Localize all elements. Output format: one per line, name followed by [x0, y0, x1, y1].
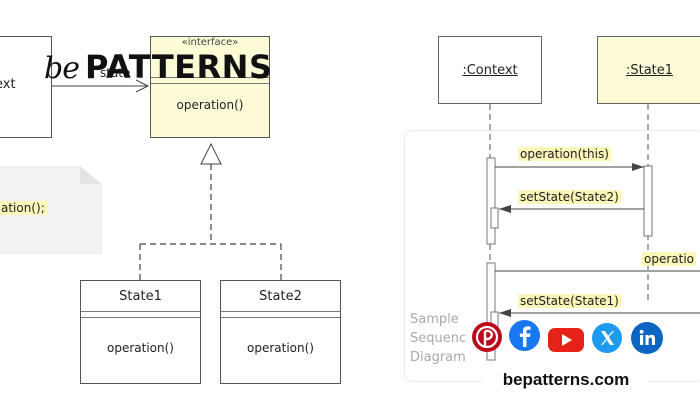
state2-class-box: State2 operation() — [220, 280, 341, 384]
class-diagram-connectors — [52, 79, 282, 280]
state2-separator-2 — [221, 317, 340, 318]
interface-operation: operation() — [176, 98, 244, 112]
state2-class-name: State2 — [259, 289, 302, 304]
context-class-box: ext — [0, 36, 52, 138]
context-lifeline-head: :Context — [438, 36, 542, 104]
state1-operation: operation() — [107, 341, 174, 355]
site-domain-link[interactable]: bepatterns.com — [482, 364, 650, 396]
state2-operation: operation() — [247, 341, 314, 355]
state-interface-box: «interface» operation() — [150, 36, 270, 138]
message-setstate-state2: setState(State2) — [518, 190, 621, 204]
caption-line-2: Sequenc — [410, 331, 467, 346]
interface-separator-1 — [151, 77, 269, 78]
facebook-icon[interactable] — [509, 320, 540, 351]
logo-name: PATTERNS — [84, 48, 273, 86]
state1-separator-1 — [81, 311, 200, 312]
x-icon[interactable] — [592, 323, 622, 353]
state1-separator-2 — [81, 317, 200, 318]
linkedin-icon[interactable] — [631, 322, 663, 354]
caption-line-1: Sample — [410, 312, 459, 327]
sequence-connectors — [486, 104, 700, 361]
association-label: state — [100, 66, 131, 80]
logo-prefix: be — [44, 51, 80, 86]
state1-class-name: State1 — [119, 289, 162, 304]
context-class-label: ext — [0, 77, 16, 92]
state2-separator-1 — [221, 311, 340, 312]
state1-lifeline-head: :State1 — [597, 36, 700, 104]
caption-line-3: Diagram — [410, 350, 466, 365]
pinterest-glyph — [475, 325, 499, 349]
interface-stereotype: «interface» — [181, 37, 239, 48]
youtube-glyph — [562, 334, 572, 346]
message-operation: operatio — [642, 252, 697, 266]
interface-separator-2 — [151, 83, 269, 84]
message-operation-this: operation(this) — [518, 147, 611, 161]
x-glyph — [601, 331, 614, 345]
linkedin-glyph — [639, 329, 655, 345]
facebook-glyph — [519, 326, 531, 347]
youtube-icon[interactable] — [548, 328, 584, 352]
pinterest-icon[interactable] — [472, 322, 502, 352]
code-note-text: ation(); — [0, 201, 47, 215]
bepatterns-logo: be PATTERNS — [44, 42, 272, 86]
note-fold-corner — [80, 166, 104, 186]
sequence-caption: Sample Sequenc Diagram — [410, 310, 466, 367]
message-setstate-state1: setState(State1) — [518, 294, 621, 308]
state1-class-box: State1 operation() — [80, 280, 201, 384]
